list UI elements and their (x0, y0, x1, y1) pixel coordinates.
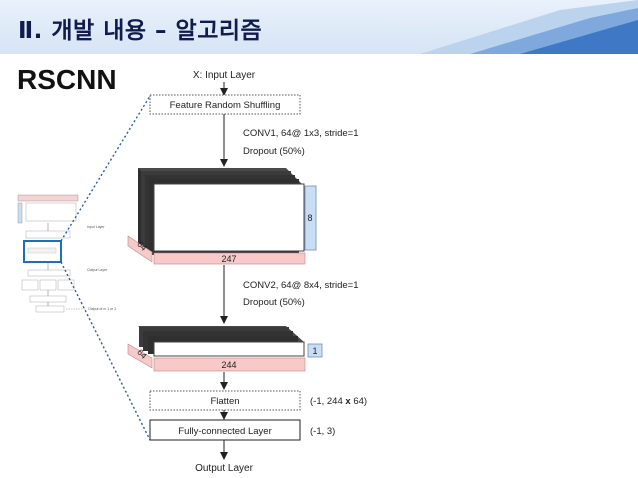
thumb-label-output: Output Layer (87, 268, 108, 272)
conv1-filter-stack (138, 168, 305, 255)
thumb-block-6 (35, 305, 65, 313)
zoom-connector-top (60, 95, 151, 242)
thumb-block-4b (39, 279, 57, 291)
flatten-label: Flatten (210, 396, 239, 407)
thumb-label-bottom: Output of m 1 or 2 (88, 307, 116, 311)
conv1-height-label: 8 (307, 213, 312, 223)
fc-shape: (-1, 3) (310, 426, 335, 437)
slide-title: RSCNN (17, 64, 117, 95)
conv1-height-bar (304, 185, 317, 251)
conv2-filter-front (153, 341, 305, 357)
thumb-block-4c (57, 279, 75, 291)
output-layer-label: Output Layer (195, 463, 253, 474)
thumb-block-5 (29, 295, 67, 303)
conv2-depth-bar (127, 343, 153, 369)
fc-label: Fully-connected Layer (178, 426, 271, 437)
conv1-filter-front (153, 183, 305, 252)
flatten-shape-x: x (345, 396, 351, 407)
thumb-block-2 (25, 230, 71, 239)
flatten-shape-suffix: 64) (351, 396, 367, 407)
conv1-width-label: 247 (221, 254, 236, 264)
thumb-block-3 (27, 269, 71, 277)
conv1-line1: CONV1, 64@ 1x3, stride=1 (243, 128, 359, 139)
conv2-filter-stack (138, 326, 305, 357)
shuffle-label: Feature Random Shuffling (170, 100, 281, 111)
shuffle-box (149, 94, 301, 115)
network-thumbnail: Input Layer Output Layer Output of m 1 o… (17, 194, 116, 313)
thumb-block-4a (21, 279, 39, 291)
conv2-width-bar (153, 357, 306, 372)
header-band: Ⅱ. 개발 내용 – 알고리즘 (0, 0, 638, 54)
header-title: Ⅱ. 개발 내용 – 알고리즘 (18, 18, 263, 44)
thumb-side-bar (17, 202, 23, 224)
header-decoration (420, 0, 638, 54)
flatten-shape-prefix: (-1, 244 (310, 396, 345, 407)
flatten-box (149, 390, 301, 411)
conv2-line1: CONV2, 64@ 8x4, stride=1 (243, 280, 359, 291)
conv1-width-bar (153, 252, 306, 265)
thumb-top-bar (17, 194, 79, 202)
thumb-block-1 (25, 202, 77, 222)
thumb-label-input: Input Layer (87, 225, 105, 229)
conv2-height-bar (307, 343, 323, 358)
input-layer-label: X: Input Layer (193, 70, 256, 81)
header-swoosh-front (520, 20, 638, 54)
conv1-depth-bar (127, 235, 153, 263)
conv2-width-label: 244 (221, 360, 236, 370)
conv2-line2: Dropout (50%) (243, 297, 305, 308)
conv1-line2: Dropout (50%) (243, 146, 305, 157)
thumb-highlight-inner (27, 247, 57, 254)
conv2-height-label: 1 (312, 346, 317, 356)
fc-box (149, 419, 301, 441)
zoom-connector-bottom (60, 261, 151, 441)
flatten-shape: (-1, 244 x 64) (310, 396, 367, 407)
